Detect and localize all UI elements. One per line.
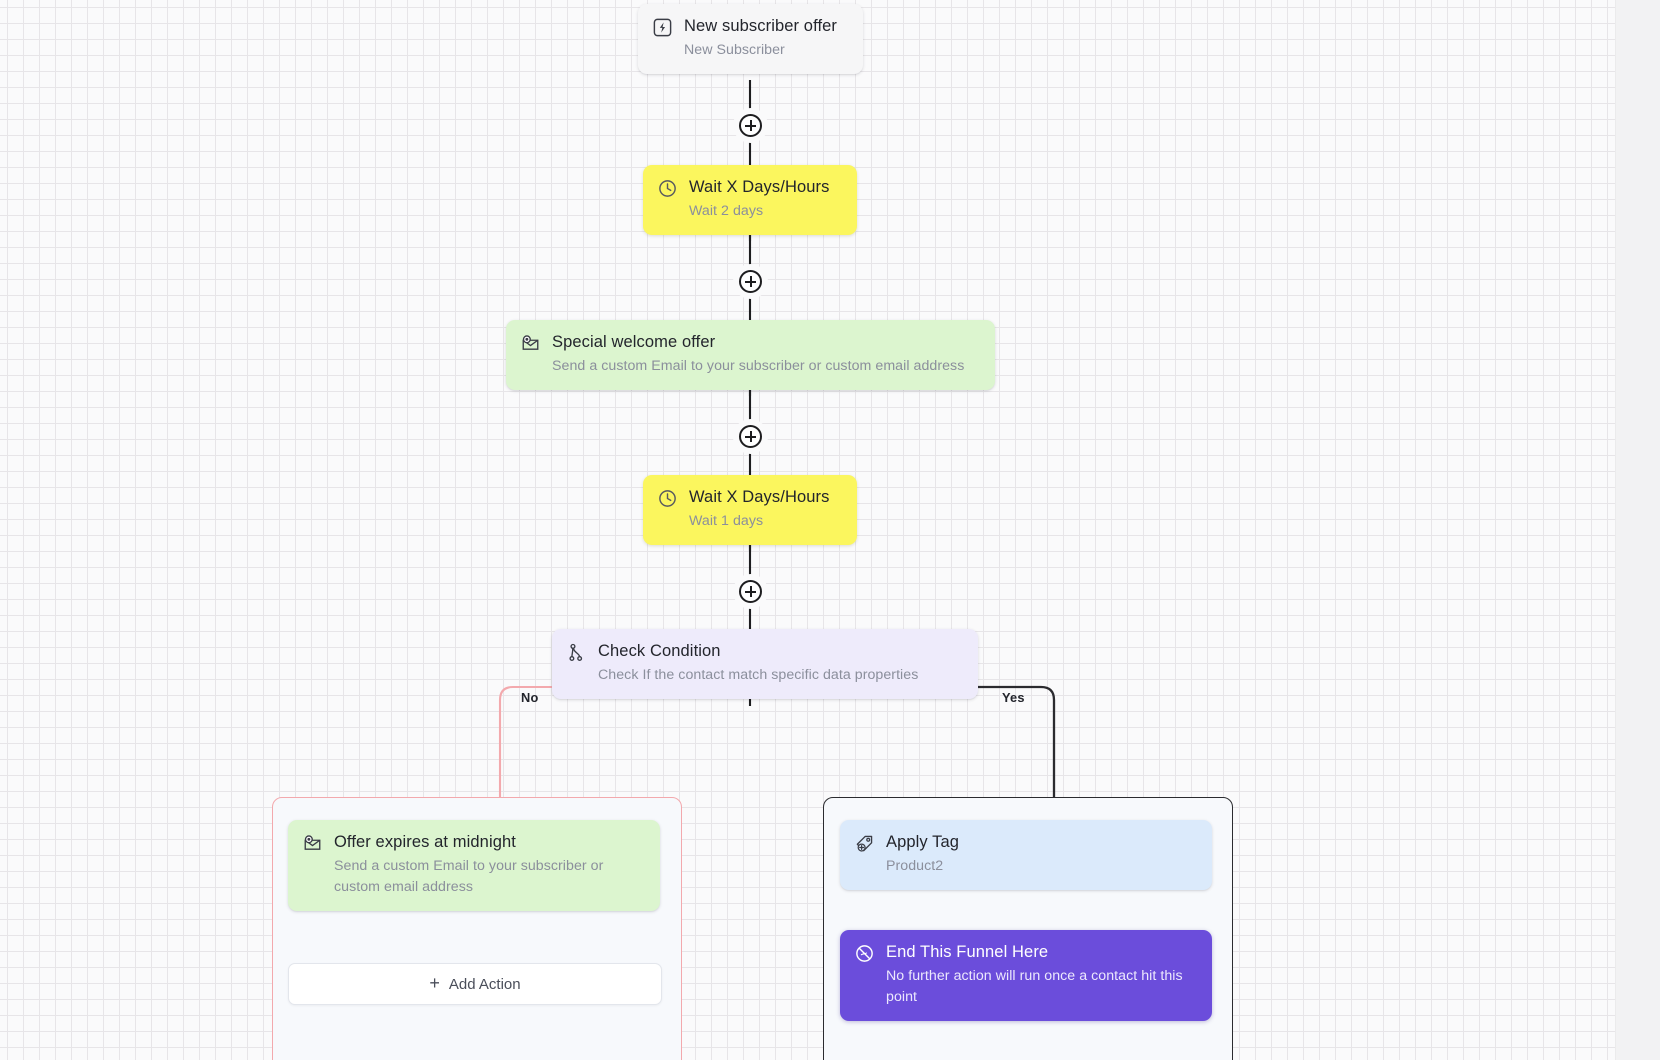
clock-icon [659, 490, 676, 507]
node-subtitle: Send a custom Email to your subscriber o… [552, 358, 965, 374]
tag-plus-icon [856, 835, 873, 852]
node-title: Special welcome offer [552, 333, 716, 351]
branch-icon [569, 643, 583, 661]
ban-icon [856, 945, 873, 962]
node-offer-expires-at-midnight[interactable]: Offer expires at midnight Send a custom … [288, 820, 660, 911]
branch-label-no: No [521, 690, 539, 705]
node-subtitle: Wait 1 days [689, 513, 764, 529]
node-subtitle: No further action will run once a contac… [886, 968, 1183, 1005]
branch-label-yes: Yes [1002, 690, 1025, 705]
node-end-this-funnel-here[interactable]: End This Funnel Here No further action w… [840, 930, 1212, 1021]
node-special-welcome-offer[interactable]: Special welcome offer Send a custom Emai… [506, 320, 995, 390]
node-title: Offer expires at midnight [334, 833, 516, 851]
node-wait-2-days[interactable]: Wait X Days/Hours Wait 2 days [643, 165, 857, 235]
workflow-canvas[interactable]: New subscriber offer New Subscriber Wait… [0, 0, 1615, 1060]
add-step-button-3[interactable] [739, 425, 762, 448]
add-action-label: Add Action [448, 975, 521, 993]
add-step-button-2[interactable] [739, 270, 762, 293]
node-title: New subscriber offer [684, 17, 838, 35]
node-title: Wait X Days/Hours [689, 178, 830, 196]
node-subtitle: Send a custom Email to your subscriber o… [334, 858, 604, 895]
node-title: Check Condition [598, 642, 721, 660]
email-icon [304, 835, 321, 850]
node-title: Apply Tag [886, 833, 960, 851]
node-subtitle: Check If the contact match specific data… [598, 667, 919, 683]
node-subtitle: New Subscriber [684, 42, 785, 58]
node-apply-tag[interactable]: Apply Tag Product2 [840, 820, 1212, 890]
add-step-button-1[interactable] [739, 114, 762, 137]
canvas-right-margin [1615, 0, 1660, 1060]
node-title: Wait X Days/Hours [689, 488, 830, 506]
node-subtitle: Wait 2 days [689, 203, 764, 219]
plus-icon: + [429, 973, 440, 993]
node-new-subscriber-offer[interactable]: New subscriber offer New Subscriber [638, 4, 863, 74]
add-action-button[interactable]: + Add Action [288, 963, 662, 1005]
bolt-icon [653, 18, 672, 37]
node-subtitle: Product2 [886, 858, 944, 874]
add-step-button-4[interactable] [739, 580, 762, 603]
email-icon [522, 335, 539, 350]
node-title: End This Funnel Here [886, 943, 1049, 961]
clock-icon [659, 180, 676, 197]
node-wait-1-days[interactable]: Wait X Days/Hours Wait 1 days [643, 475, 857, 545]
node-check-condition[interactable]: Check Condition Check If the contact mat… [552, 629, 978, 699]
